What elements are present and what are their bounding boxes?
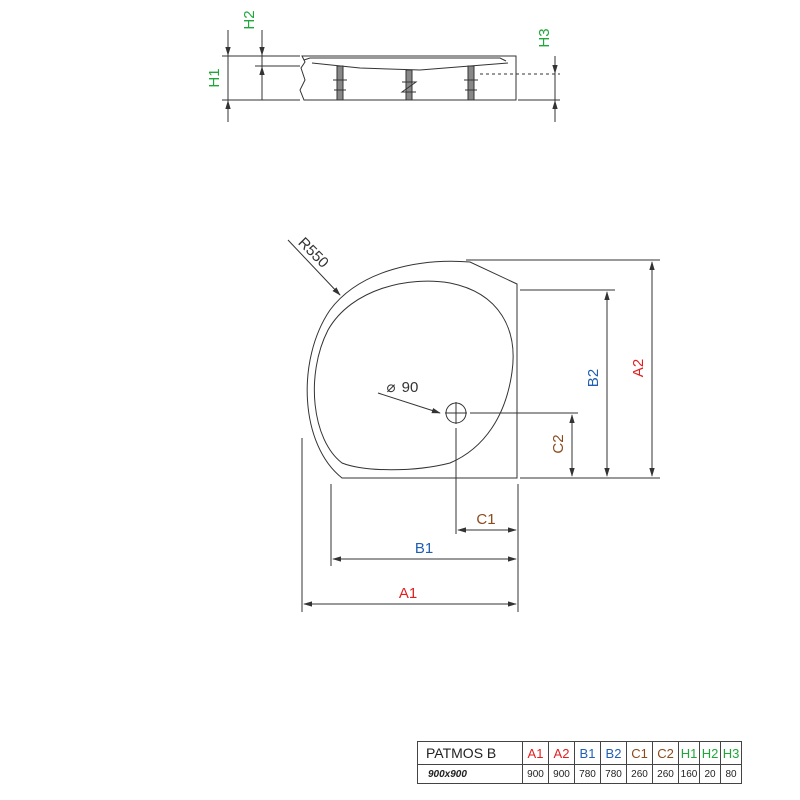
spec-header-a1: A1 [522, 741, 549, 765]
spec-header-b1: B1 [574, 741, 601, 765]
model-size: 900x900 [417, 764, 523, 784]
a1-label: A1 [399, 585, 417, 602]
plan-view [287, 239, 660, 612]
spec-value-a1: 900 [522, 764, 549, 784]
spec-value-h2: 20 [699, 764, 721, 784]
drain-diameter-label: 90 [402, 379, 419, 396]
h1-label: H1 [206, 68, 223, 87]
tray-outline [306, 260, 518, 479]
spec-table: PATMOS B A1 A2 B1 B2 C1 C2 H1 H2 H3 900x… [417, 741, 742, 784]
spec-header-row: PATMOS B A1 A2 B1 B2 C1 C2 H1 H2 H3 [417, 741, 742, 765]
c1-label: C1 [476, 511, 495, 528]
a2-label: A2 [630, 359, 647, 377]
model-name: PATMOS B [417, 741, 523, 765]
support-legs [333, 65, 478, 101]
spec-header-c1: C1 [626, 741, 653, 765]
c2-label: C2 [550, 434, 567, 453]
spec-value-b1: 780 [574, 764, 601, 784]
spec-header-h1: H1 [678, 741, 700, 765]
side-view [222, 30, 560, 122]
spec-header-b2: B2 [600, 741, 627, 765]
h2-label: H2 [241, 10, 258, 29]
spec-value-a2: 900 [548, 764, 575, 784]
spec-value-c1: 260 [626, 764, 653, 784]
drain-diameter-symbol: ⌀ [386, 379, 395, 396]
spec-value-row: 900x900 900 900 780 780 260 260 160 20 8… [417, 764, 742, 784]
tray-rim [303, 57, 509, 71]
spec-value-h1: 160 [678, 764, 700, 784]
spec-header-a2: A2 [548, 741, 575, 765]
spec-header-h2: H2 [699, 741, 721, 765]
h3-label: H3 [536, 28, 553, 47]
spec-header-h3: H3 [720, 741, 742, 765]
b1-label: B1 [415, 540, 433, 557]
b2-label: B2 [585, 369, 602, 387]
spec-value-b2: 780 [600, 764, 627, 784]
spec-header-c2: C2 [652, 741, 679, 765]
basin-outline [313, 280, 514, 471]
spec-value-c2: 260 [652, 764, 679, 784]
spec-value-h3: 80 [720, 764, 742, 784]
